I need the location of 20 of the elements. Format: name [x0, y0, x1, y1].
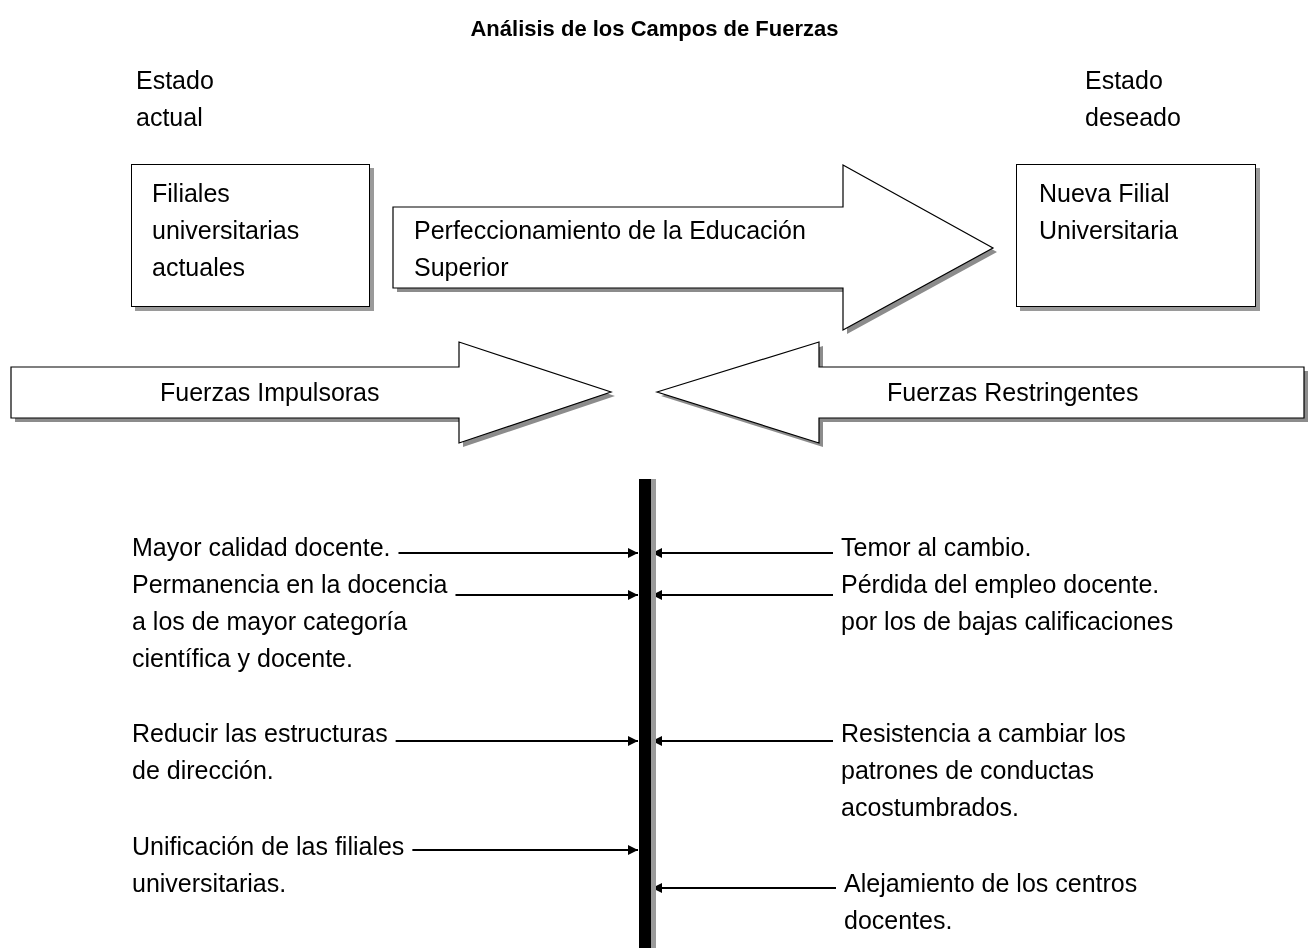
box-text: Nueva Filial Universitaria	[1039, 178, 1179, 246]
arrow-label: Perfeccionamiento de la Educación Superior	[414, 215, 807, 283]
force-text: Reducir las estructuras de dirección.	[132, 715, 473, 789]
state-label: Estado actual	[136, 65, 215, 133]
state-label: Estado deseado	[1085, 65, 1182, 133]
box-text: Filiales universitarias actuales	[152, 178, 301, 283]
force-text: Pérdida del empleo docente. por los de bajas calificaciones	[814, 566, 1191, 640]
force-text: Resistencia a cambiar los patrones de conductas acostumbrados.	[814, 715, 1141, 826]
force-text: Mayor calidad docente.	[132, 529, 473, 566]
force-text: Temor al cambio.	[814, 529, 1141, 566]
arrow	[411, 845, 639, 855]
force-text: Permanencia en la docencia a los de mayor categoría científica y docente.	[132, 566, 473, 677]
arrow-label: Fuerzas Restringentes	[887, 377, 1140, 408]
arrow-label: Fuerzas Impulsoras	[160, 377, 381, 408]
force-text: Unificación de las filiales universitarias.	[132, 828, 498, 902]
arrow	[454, 590, 639, 600]
diagram-title: Análisis de los Campos de Fuerzas	[469, 15, 840, 43]
force-text: Alejamiento de los centros docentes.	[814, 865, 1154, 939]
arrow	[394, 736, 639, 746]
arrow	[397, 548, 639, 558]
